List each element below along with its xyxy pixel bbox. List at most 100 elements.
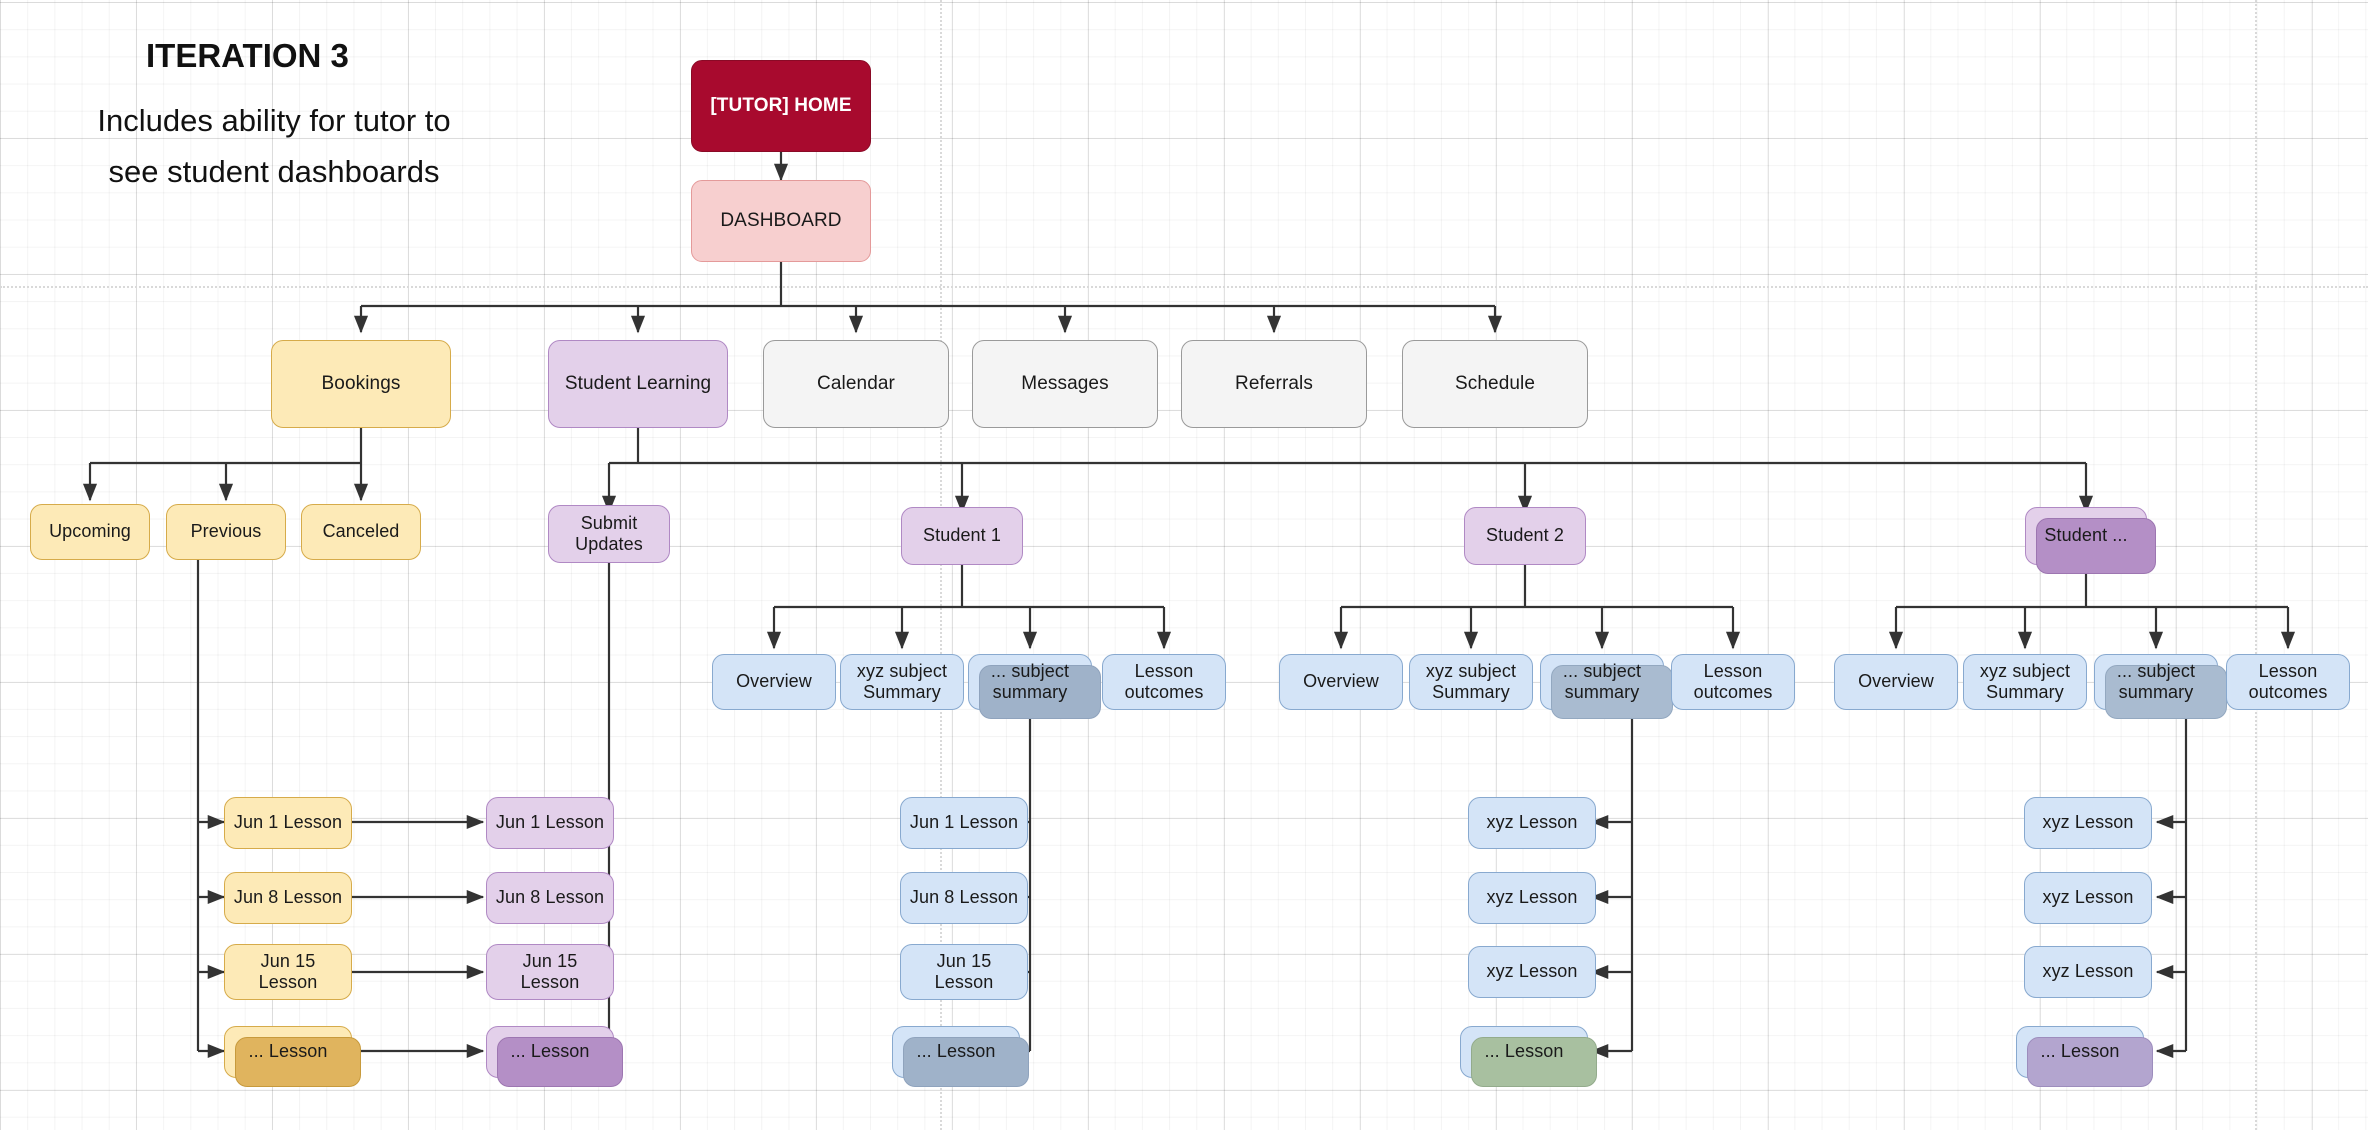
node-student-n[interactable]: Student ... bbox=[2025, 507, 2156, 574]
lesson-prev-4[interactable]: ... Lesson bbox=[224, 1026, 361, 1087]
node-bookings-label: Bookings bbox=[321, 372, 401, 394]
node-sn-lesson-outcomes-line-2: outcomes bbox=[2248, 682, 2328, 702]
lesson-prev-3-line-2: Lesson bbox=[258, 972, 318, 992]
lesson-prev-4-line-1: ... Lesson bbox=[248, 1041, 328, 1062]
node-tutor-home[interactable]: [TUTOR] HOME bbox=[691, 60, 871, 152]
lesson-s1-3-line-2: Lesson bbox=[934, 972, 994, 992]
node-student-1-label: Student 1 bbox=[923, 525, 1001, 546]
lesson-s1-3-line-1: Jun 15 bbox=[936, 950, 992, 971]
lesson-submit-4[interactable]: ... Lesson bbox=[486, 1026, 623, 1087]
page-subtitle-line-2: see student dashboards bbox=[108, 154, 440, 189]
node-s1-xyz-subject-summary-line-2: Summary bbox=[863, 682, 941, 702]
lesson-s2-1[interactable]: xyz Lesson bbox=[1468, 797, 1596, 849]
lesson-submit-1[interactable]: Jun 1 Lesson bbox=[486, 797, 614, 849]
node-s2-xyz-subject-summary-line-2: Summary bbox=[1432, 682, 1510, 702]
lesson-prev-1[interactable]: Jun 1 Lesson bbox=[224, 797, 352, 849]
node-s2-lesson-outcomes-line-2: outcomes bbox=[1693, 682, 1773, 702]
lesson-sn-3[interactable]: xyz Lesson bbox=[2024, 946, 2152, 998]
node-previous-label: Previous bbox=[190, 521, 262, 542]
lesson-submit-2-line-1: Jun 8 Lesson bbox=[495, 887, 605, 908]
lesson-sn-4-line-1: ... Lesson bbox=[2040, 1041, 2120, 1062]
lesson-prev-2[interactable]: Jun 8 Lesson bbox=[224, 872, 352, 924]
node-dashboard[interactable]: DASHBOARD bbox=[691, 180, 871, 262]
lesson-s2-2[interactable]: xyz Lesson bbox=[1468, 872, 1596, 924]
node-calendar[interactable]: Calendar bbox=[763, 340, 949, 428]
lesson-prev-3[interactable]: Jun 15 Lesson bbox=[224, 944, 352, 1000]
lesson-submit-3-line-2: Lesson bbox=[520, 972, 580, 992]
node-previous[interactable]: Previous bbox=[166, 504, 286, 560]
node-s2-other-subject-summary-line-1: ... subject bbox=[1562, 660, 1642, 681]
lesson-submit-1-line-1: Jun 1 Lesson bbox=[495, 812, 605, 833]
node-sn-other-subject-summary[interactable]: ... subject summary bbox=[2094, 654, 2227, 719]
lesson-s1-3[interactable]: Jun 15 Lesson bbox=[900, 944, 1028, 1000]
lesson-s1-2[interactable]: Jun 8 Lesson bbox=[900, 872, 1028, 924]
node-s1-xyz-subject-summary[interactable]: xyz subject Summary bbox=[840, 654, 964, 710]
lesson-submit-3[interactable]: Jun 15 Lesson bbox=[486, 944, 614, 1000]
node-s1-lesson-outcomes-line-1: Lesson bbox=[1134, 660, 1194, 681]
lesson-sn-2[interactable]: xyz Lesson bbox=[2024, 872, 2152, 924]
node-student-n-label: Student ... bbox=[2044, 525, 2128, 546]
lesson-prev-1-line-1: Jun 1 Lesson bbox=[233, 812, 343, 833]
node-submit-updates[interactable]: Submit Updates bbox=[548, 505, 670, 563]
node-s1-xyz-subject-summary-line-1: xyz subject bbox=[856, 660, 948, 681]
node-canceled[interactable]: Canceled bbox=[301, 504, 421, 560]
lesson-prev-3-line-1: Jun 15 bbox=[260, 950, 316, 971]
lesson-sn-2-line-1: xyz Lesson bbox=[2042, 887, 2134, 908]
node-referrals-label: Referrals bbox=[1235, 372, 1313, 394]
node-sn-other-subject-summary-line-2: summary bbox=[2118, 682, 2194, 702]
lesson-s1-1-line-1: Jun 1 Lesson bbox=[909, 812, 1019, 833]
lesson-s1-2-line-1: Jun 8 Lesson bbox=[909, 887, 1019, 908]
node-calendar-label: Calendar bbox=[817, 372, 895, 394]
node-referrals[interactable]: Referrals bbox=[1181, 340, 1367, 428]
node-sn-xyz-subject-summary[interactable]: xyz subject Summary bbox=[1963, 654, 2087, 710]
node-messages[interactable]: Messages bbox=[972, 340, 1158, 428]
node-s1-other-subject-summary-line-1: ... subject bbox=[990, 660, 1070, 681]
lesson-s2-3[interactable]: xyz Lesson bbox=[1468, 946, 1596, 998]
lesson-s1-1[interactable]: Jun 1 Lesson bbox=[900, 797, 1028, 849]
node-student-2[interactable]: Student 2 bbox=[1464, 507, 1586, 565]
page-guide-vertical-2 bbox=[2255, 0, 2257, 1130]
node-student-learning-label: Student Learning bbox=[564, 372, 712, 394]
node-upcoming-label: Upcoming bbox=[49, 521, 131, 542]
lesson-sn-1[interactable]: xyz Lesson bbox=[2024, 797, 2152, 849]
node-sn-lesson-outcomes[interactable]: Lesson outcomes bbox=[2226, 654, 2350, 710]
page-guide-horizontal bbox=[0, 286, 2368, 288]
node-student-1[interactable]: Student 1 bbox=[901, 507, 1023, 565]
node-s2-lesson-outcomes-line-1: Lesson bbox=[1703, 660, 1763, 681]
node-schedule-label: Schedule bbox=[1454, 372, 1536, 394]
lesson-submit-2[interactable]: Jun 8 Lesson bbox=[486, 872, 614, 924]
node-s1-lesson-outcomes-line-2: outcomes bbox=[1124, 682, 1204, 702]
node-sn-overview[interactable]: Overview bbox=[1834, 654, 1958, 710]
node-s1-overview[interactable]: Overview bbox=[712, 654, 836, 710]
node-s2-other-subject-summary[interactable]: ... subject summary bbox=[1540, 654, 1673, 719]
node-sn-xyz-subject-summary-line-2: Summary bbox=[1986, 682, 2064, 702]
lesson-s2-4-line-1: ... Lesson bbox=[1484, 1041, 1564, 1062]
node-sn-lesson-outcomes-line-1: Lesson bbox=[2258, 660, 2318, 681]
lesson-submit-3-line-1: Jun 15 bbox=[522, 950, 578, 971]
node-s2-lesson-outcomes[interactable]: Lesson outcomes bbox=[1671, 654, 1795, 710]
lesson-s2-4[interactable]: ... Lesson bbox=[1460, 1026, 1597, 1087]
node-dashboard-label: DASHBOARD bbox=[720, 209, 842, 231]
node-submit-updates-label-line-2: Updates bbox=[575, 534, 643, 554]
node-s1-overview-line-1: Overview bbox=[736, 671, 812, 692]
node-submit-updates-label-line-1: Submit bbox=[580, 512, 638, 533]
node-s1-other-subject-summary-line-2: summary bbox=[992, 682, 1068, 702]
page-title: ITERATION 3 bbox=[146, 37, 349, 74]
node-s2-xyz-subject-summary[interactable]: xyz subject Summary bbox=[1409, 654, 1533, 710]
lesson-sn-4[interactable]: ... Lesson bbox=[2016, 1026, 2153, 1087]
node-s2-other-subject-summary-line-2: summary bbox=[1564, 682, 1640, 702]
lesson-s1-4[interactable]: ... Lesson bbox=[892, 1026, 1029, 1087]
node-student-2-label: Student 2 bbox=[1486, 525, 1564, 546]
node-s1-other-subject-summary[interactable]: ... subject summary bbox=[968, 654, 1101, 719]
node-s2-overview-line-1: Overview bbox=[1303, 671, 1379, 692]
node-student-learning[interactable]: Student Learning bbox=[548, 340, 728, 428]
node-canceled-label: Canceled bbox=[322, 521, 400, 542]
node-s2-overview[interactable]: Overview bbox=[1279, 654, 1403, 710]
node-s1-lesson-outcomes[interactable]: Lesson outcomes bbox=[1102, 654, 1226, 710]
node-s2-xyz-subject-summary-line-1: xyz subject bbox=[1425, 660, 1517, 681]
node-schedule[interactable]: Schedule bbox=[1402, 340, 1588, 428]
node-bookings[interactable]: Bookings bbox=[271, 340, 451, 428]
page-guide-vertical-1 bbox=[940, 0, 942, 1130]
node-upcoming[interactable]: Upcoming bbox=[30, 504, 150, 560]
